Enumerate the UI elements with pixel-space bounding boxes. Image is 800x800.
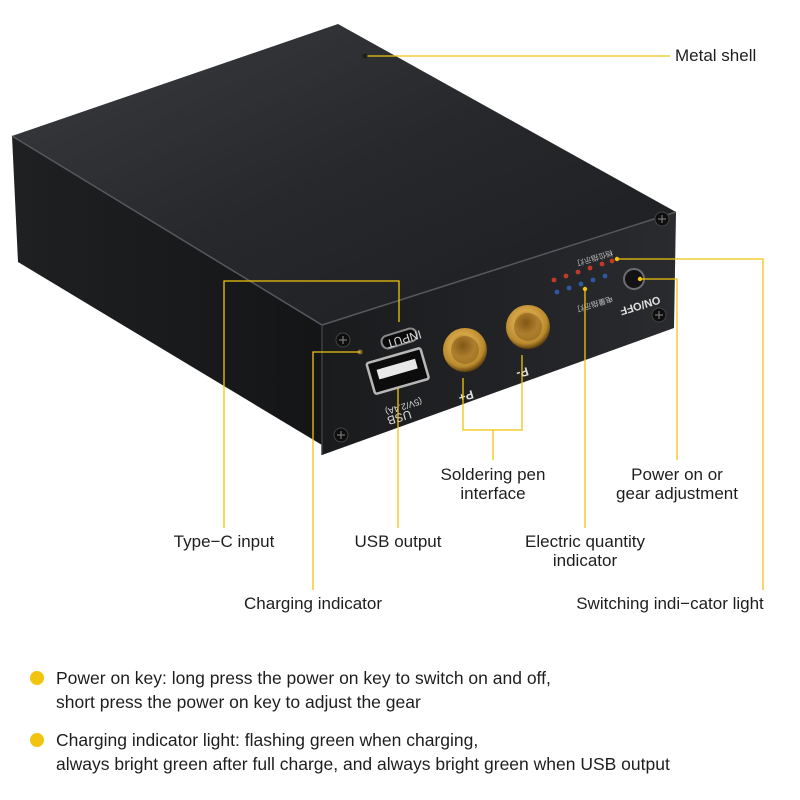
label-metal-shell: Metal shell <box>675 46 757 65</box>
gear-indicator-leds <box>551 258 615 283</box>
callout-lines <box>223 55 764 590</box>
usb-a-port <box>365 347 430 395</box>
label-usb-output: USB output <box>354 532 442 551</box>
note-charging-line2: always bright green after full charge, a… <box>56 754 670 774</box>
print-p-plus: P+ <box>457 387 475 405</box>
shell-front-face <box>322 212 676 455</box>
note-power-line1: Power on key: long press the power on ke… <box>56 668 551 688</box>
shell-top-face <box>12 24 676 325</box>
label-soldering-pen: Soldering pen interface <box>440 465 546 503</box>
shell-left-face <box>12 136 322 445</box>
note-charging-line1: Charging indicator light: flashing green… <box>56 730 479 750</box>
label-electric-quantity: Electric quantity indicator <box>525 532 645 570</box>
label-type-c-input: Type−C input <box>173 532 275 551</box>
label-charging-indicator: Charging indicator <box>244 594 382 613</box>
print-usb: USB <box>386 407 414 428</box>
bullet-icon <box>30 733 44 747</box>
note-power-line2: short press the power on key to adjust t… <box>56 692 421 712</box>
label-power-on: Power on or gear adjustment <box>616 465 738 503</box>
bullet-icon <box>30 671 44 685</box>
callout-dots <box>362 53 643 326</box>
power-indicator-leds <box>554 273 608 295</box>
label-switching-indicator: Switching indi−cator light <box>576 594 764 613</box>
type-c-port <box>380 327 418 350</box>
